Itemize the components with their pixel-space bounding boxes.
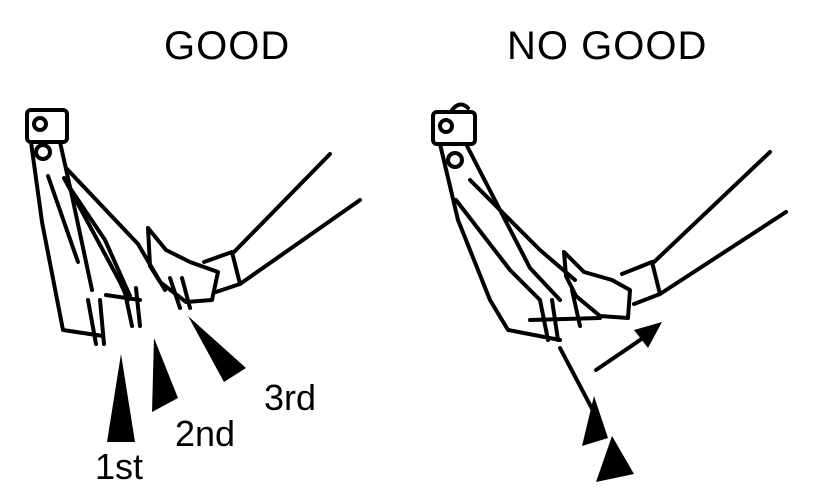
arrow-icon-2nd bbox=[152, 338, 178, 412]
lever-arm-no-good bbox=[438, 142, 602, 342]
step-arrows bbox=[107, 316, 246, 442]
no-good-panel-drawing bbox=[431, 102, 788, 482]
no-good-title: NO GOOD bbox=[507, 24, 708, 68]
lever-arm-good bbox=[29, 140, 167, 338]
pivot-bracket-no-good bbox=[431, 102, 477, 169]
good-title: GOOD bbox=[164, 24, 291, 68]
step-label-3rd: 3rd bbox=[264, 377, 317, 418]
shoe-good bbox=[146, 152, 362, 304]
pedal-pads-good bbox=[86, 276, 192, 346]
step-label-1st: 1st bbox=[95, 446, 144, 487]
good-panel-drawing bbox=[25, 108, 362, 442]
arrow-icon-lower bbox=[596, 436, 634, 482]
pedal-pads-no-good bbox=[538, 288, 582, 342]
push-arrow bbox=[594, 322, 662, 372]
pivot-bracket-good bbox=[25, 108, 69, 161]
arrow-icon-1st bbox=[107, 354, 135, 442]
arrow-icon-upper bbox=[582, 396, 608, 446]
arrow-head-icon-push bbox=[634, 322, 662, 348]
step-arrows-no-good bbox=[582, 396, 634, 482]
step-label-2nd: 2nd bbox=[175, 413, 236, 454]
arrow-icon-3rd bbox=[188, 316, 246, 382]
shoe-no-good bbox=[562, 150, 788, 320]
